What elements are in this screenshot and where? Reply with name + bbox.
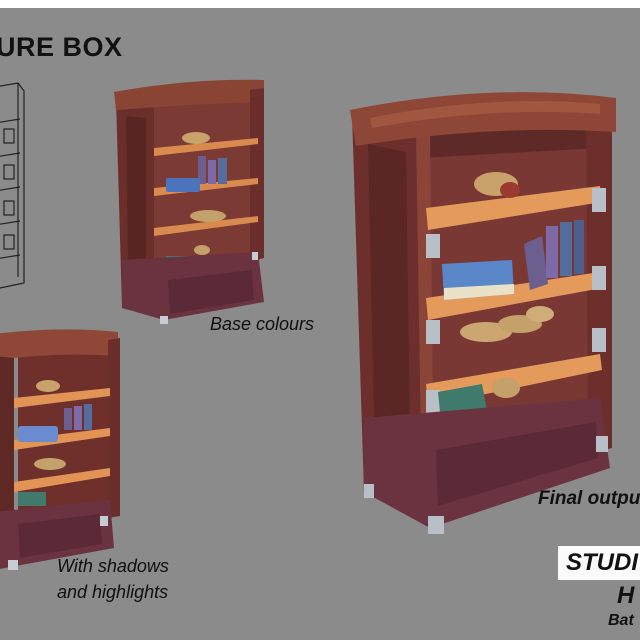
studio-name: STUDI xyxy=(566,549,638,576)
caption-base-colours: Base colours xyxy=(210,314,315,334)
bookcase-base-colours xyxy=(114,79,264,324)
artwork-canvas: URE BOX xyxy=(0,8,640,640)
caption-shadows-line1: With shadows xyxy=(57,556,169,576)
studio-line2: H xyxy=(617,582,635,609)
studio-label-box xyxy=(558,546,640,580)
bookcase-final-output xyxy=(350,92,616,534)
caption-final-output: Final outpu xyxy=(538,488,640,509)
page-title: URE BOX xyxy=(0,32,123,62)
caption-shadows-line2: and highlights xyxy=(57,582,169,602)
sketch-bookcase xyxy=(0,82,25,289)
bookcase-shadows-highlights xyxy=(0,329,120,570)
studio-line3: Bat xyxy=(608,612,634,629)
